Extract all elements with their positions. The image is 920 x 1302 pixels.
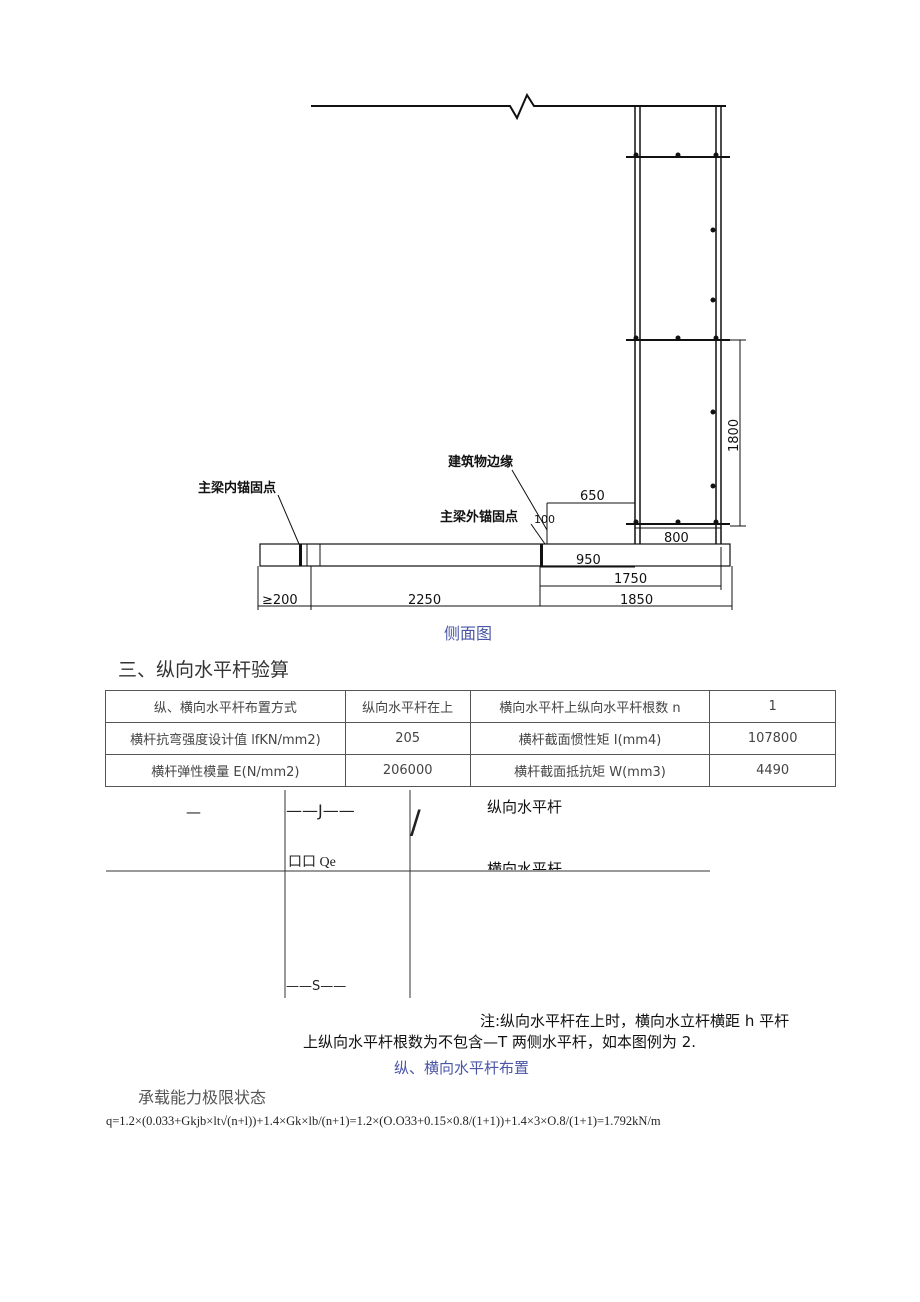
- dim-1850: 1850: [620, 593, 653, 608]
- label-building-edge: 建筑物边缘: [448, 454, 513, 470]
- layout-slash: /: [410, 803, 421, 841]
- dim-1800: 1800: [727, 419, 742, 452]
- label-transverse-bar: 横向水平杆: [487, 860, 563, 870]
- table-cell: 4490: [709, 754, 836, 787]
- table-cell: 横杆抗弯强度设计值 lfKN/mm2): [105, 722, 346, 755]
- layout-figure-lines: [106, 790, 710, 998]
- table-cell: 纵、横向水平杆布置方式: [105, 690, 346, 723]
- layout-box-qe: 口口 Qe: [288, 855, 336, 870]
- dim-1750: 1750: [614, 572, 647, 587]
- main-beam: [259, 543, 731, 567]
- side-view-caption: 侧面图: [444, 626, 493, 643]
- inner-anchor-mark: [299, 544, 302, 566]
- table-row: 横杆抗弯强度设计值 lfKN/mm2) 205 横杆截面惯性矩 I(mm4) 1…: [105, 722, 836, 755]
- limit-state-heading: 承载能力极限状态: [138, 1090, 267, 1107]
- dim-1800-line: [730, 339, 746, 527]
- params-table: 纵、横向水平杆布置方式 纵向水平杆在上 横向水平杆上纵向水平杆根数 n 1 横杆…: [105, 690, 836, 787]
- label-outer-anchor: 主梁外锚固点: [440, 509, 518, 525]
- layout-caption: 纵、横向水平杆布置: [394, 1061, 530, 1077]
- side-view-drawing: 1800 主梁内锚固点 建筑物边缘 主梁外锚固点 100 650 800 950…: [198, 92, 746, 610]
- table-cell: 纵向水平杆在上: [344, 690, 471, 723]
- layout-dash: —: [186, 803, 201, 821]
- dim-650-line: [546, 502, 635, 544]
- dim-1750-line: [539, 547, 722, 606]
- dim-100: 100: [534, 513, 555, 526]
- dim-650: 650: [580, 489, 605, 504]
- label-inner-anchor: 主梁内锚固点: [198, 480, 276, 496]
- section-title: 三、纵向水平杆验算: [118, 660, 290, 681]
- table-cell: 206000: [344, 754, 471, 787]
- table-cell: 横杆截面惯性矩 I(mm4): [469, 722, 711, 755]
- dim-bottom-line: [257, 566, 733, 610]
- dim-2250: 2250: [408, 593, 441, 608]
- table-row: 横杆弹性模量 E(N/mm2) 206000 横杆截面抵抗矩 W(mm3) 44…: [105, 754, 836, 787]
- load-formula: q=1.2×(0.033+Gkjb×lt√(n+l))+1.4×Gk×lb/(n…: [106, 1114, 661, 1128]
- label-longitudinal-bar: 纵向水平杆: [487, 798, 563, 816]
- dim-800: 800: [664, 531, 689, 546]
- dim-ge200: ≥200: [262, 593, 298, 608]
- dim-950: 950: [576, 553, 601, 568]
- table-cell: 1: [709, 690, 836, 723]
- table-cell: 横杆截面抵抗矩 W(mm3): [469, 754, 711, 787]
- floor-line: [311, 92, 726, 121]
- table-cell: 107800: [709, 722, 836, 755]
- outer-anchor-mark: [540, 544, 543, 566]
- table-cell: 205: [344, 722, 471, 755]
- layout-j-mark: ——J——: [286, 801, 355, 820]
- table-cell: 横杆弹性模量 E(N/mm2): [105, 754, 346, 787]
- note-line-1: 注:纵向水平杆在上时，横向水立杆横距 h 平杆: [480, 1012, 790, 1030]
- scaffold-bolts: [633, 152, 719, 525]
- table-row: 纵、横向水平杆布置方式 纵向水平杆在上 横向水平杆上纵向水平杆根数 n 1: [105, 690, 836, 723]
- note-line-2: 上纵向水平杆根数为不包含—T 两侧水平杆，如本图例为 2.: [303, 1033, 697, 1051]
- table-cell: 横向水平杆上纵向水平杆根数 n: [469, 690, 711, 723]
- layout-s-mark: ——S——: [286, 979, 347, 994]
